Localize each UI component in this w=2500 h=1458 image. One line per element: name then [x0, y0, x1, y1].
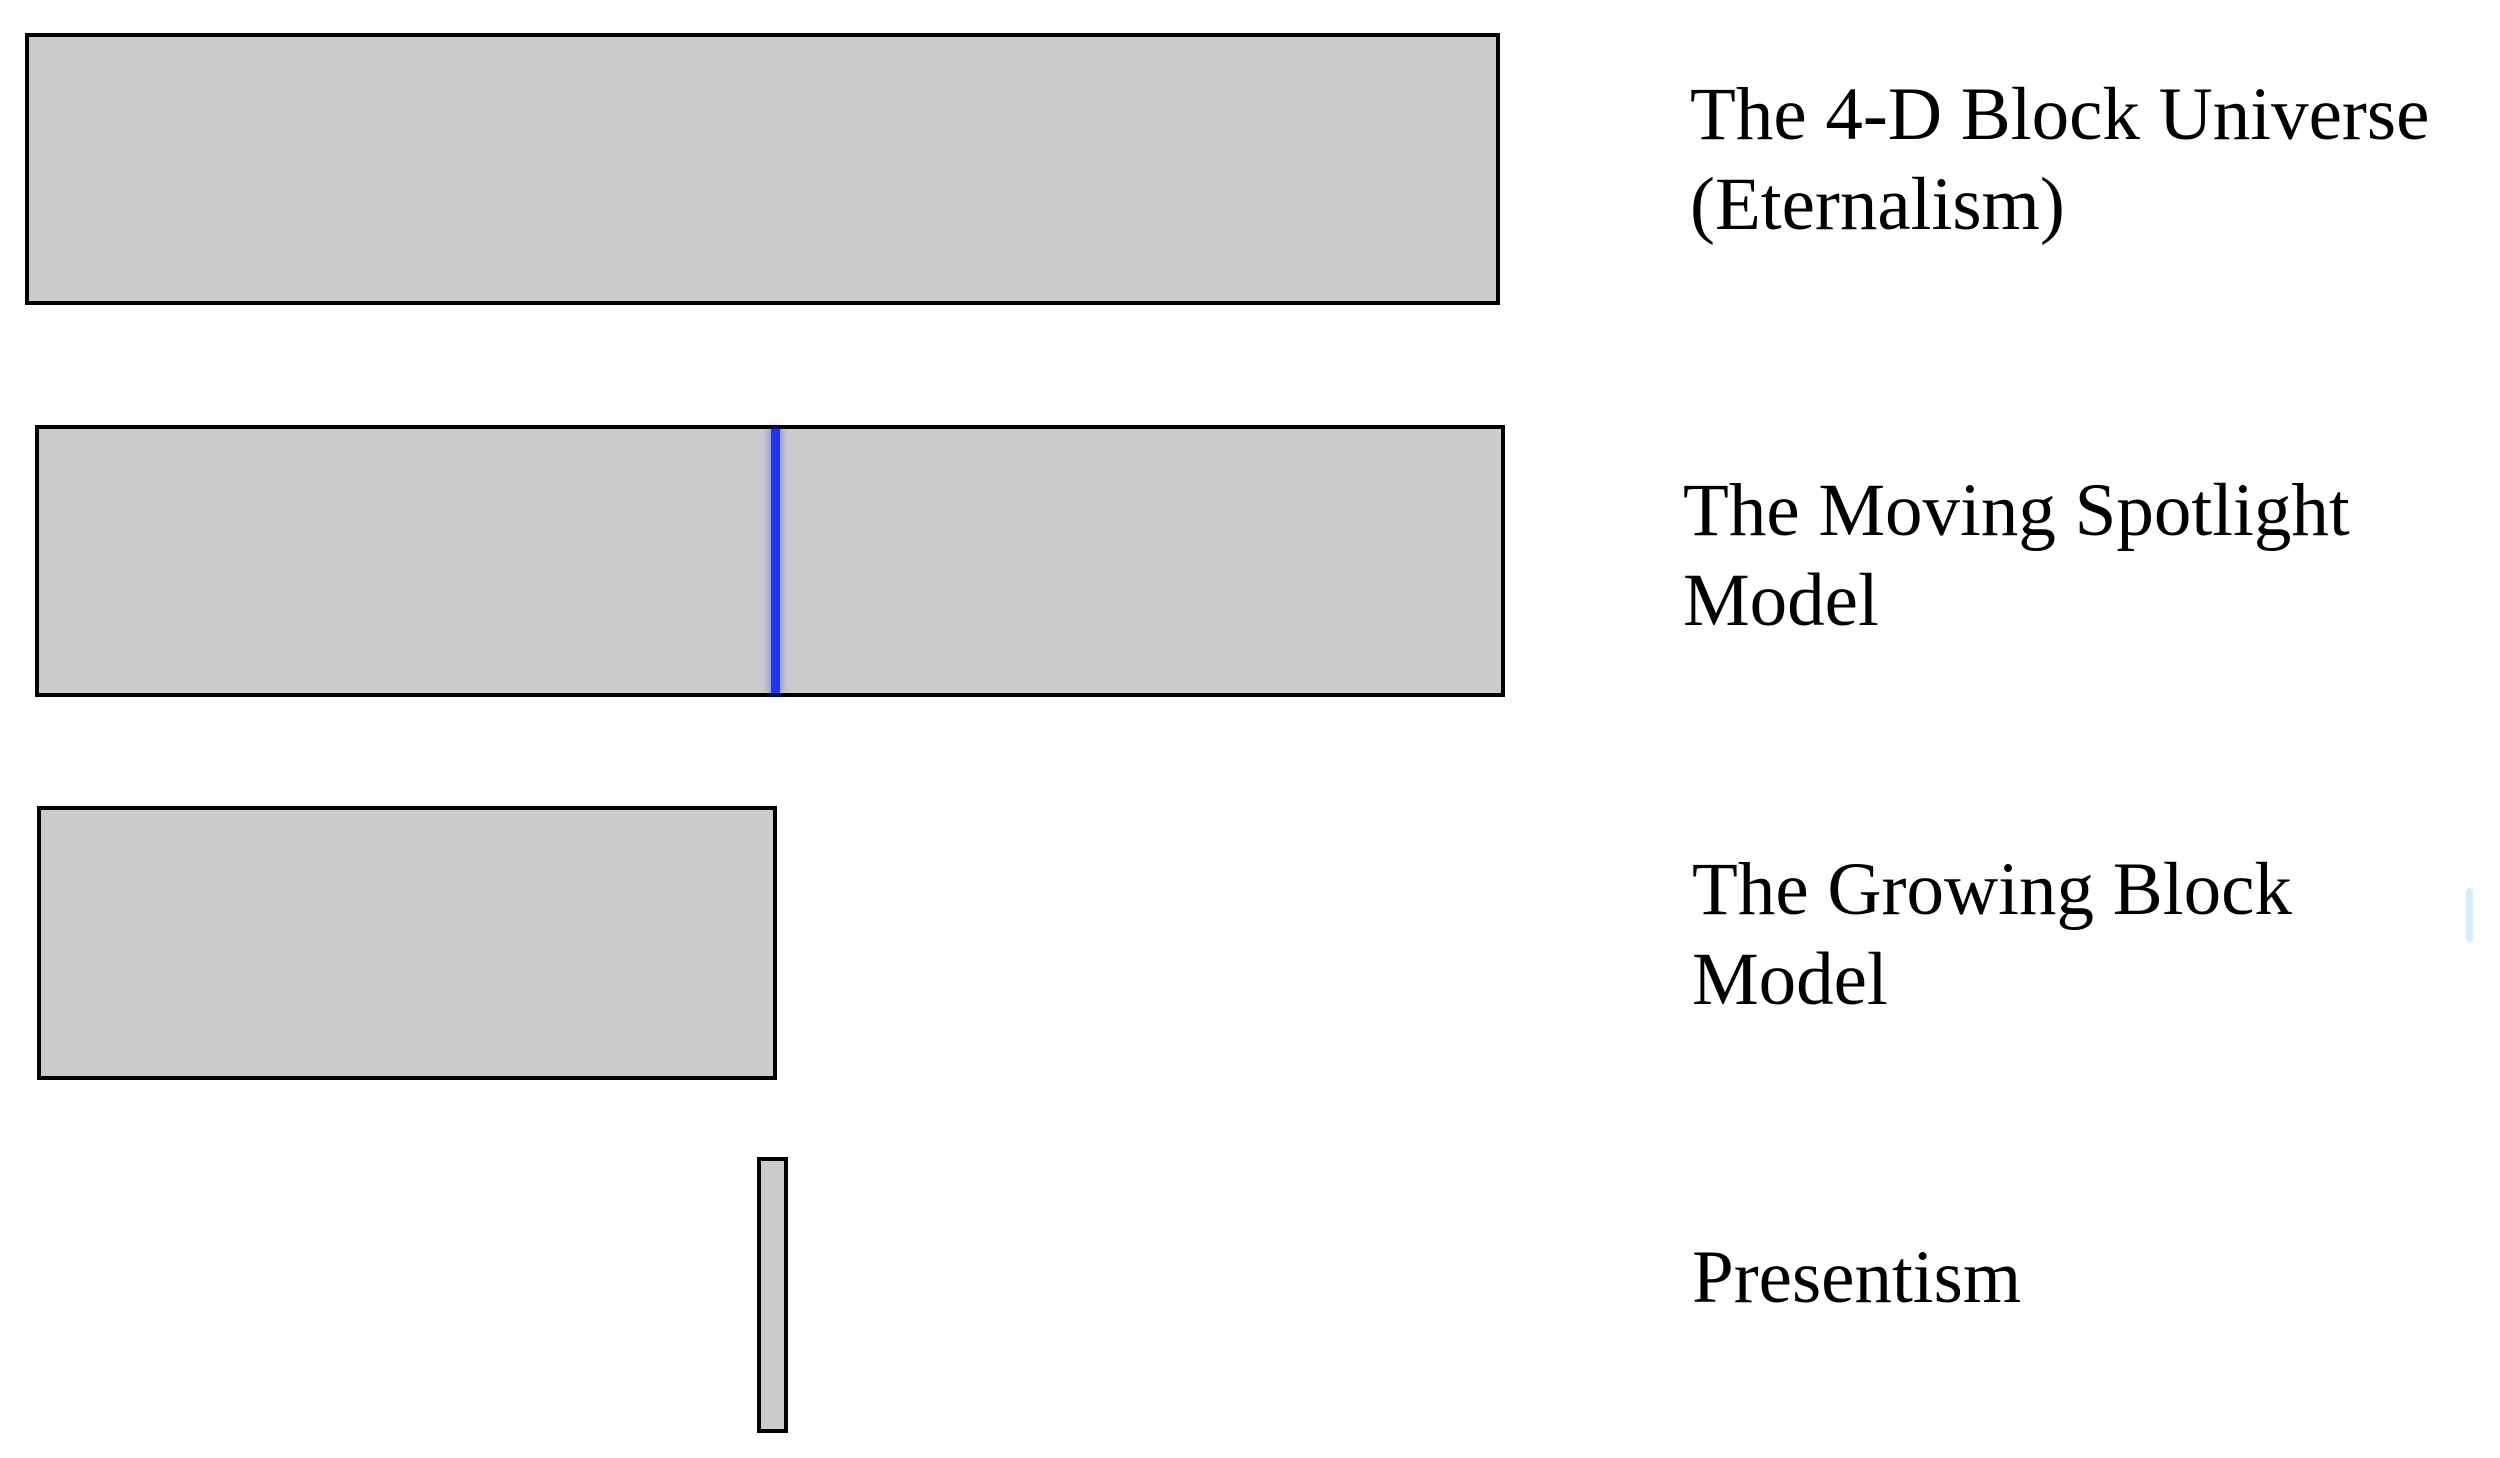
growing-block-bar — [37, 806, 777, 1080]
eternalism-bar — [25, 33, 1500, 305]
eternalism-label: The 4-D Block Universe (Eternalism) — [1690, 73, 2430, 246]
right-edge-cursor-artifact — [2466, 888, 2473, 942]
present-moment-marker — [771, 429, 780, 693]
growing-block-label: The Growing Block Model — [1692, 848, 2292, 1021]
moving-spotlight-label: The Moving Spotlight Model — [1683, 469, 2350, 642]
moving-spotlight-bar — [35, 425, 1505, 697]
presentism-bar — [757, 1157, 788, 1433]
presentism-label: Presentism — [1692, 1236, 2022, 1319]
